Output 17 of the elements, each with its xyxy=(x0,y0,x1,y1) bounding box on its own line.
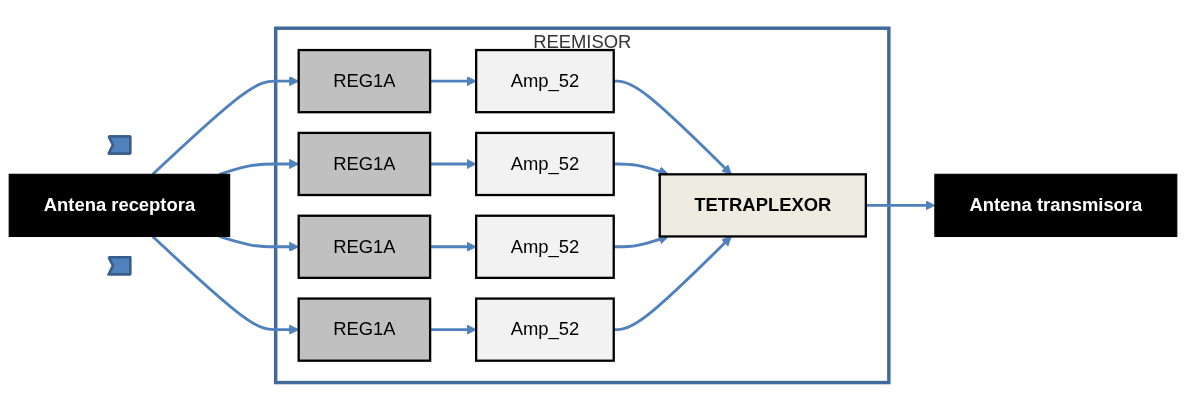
node-box: Amp_52 xyxy=(475,214,615,280)
node-box: TETRAPLEXOR xyxy=(658,173,867,238)
node-box: Antena transmisora xyxy=(934,173,1178,238)
arrow xyxy=(430,159,477,170)
node-box: Amp_52 xyxy=(475,297,615,362)
arrow xyxy=(430,241,477,252)
node-box: Antena receptora xyxy=(8,173,231,238)
node-box: REG1A xyxy=(297,49,432,114)
node-box: REG1A xyxy=(297,297,432,362)
arrow xyxy=(613,236,732,332)
node-box: Amp_52 xyxy=(475,49,615,114)
node-box: REG1A xyxy=(297,214,432,280)
node-box: REG1A xyxy=(297,131,432,197)
arrow xyxy=(430,76,477,87)
arrow xyxy=(613,79,732,175)
arrow xyxy=(430,324,477,335)
node-box: Amp_52 xyxy=(475,131,615,197)
